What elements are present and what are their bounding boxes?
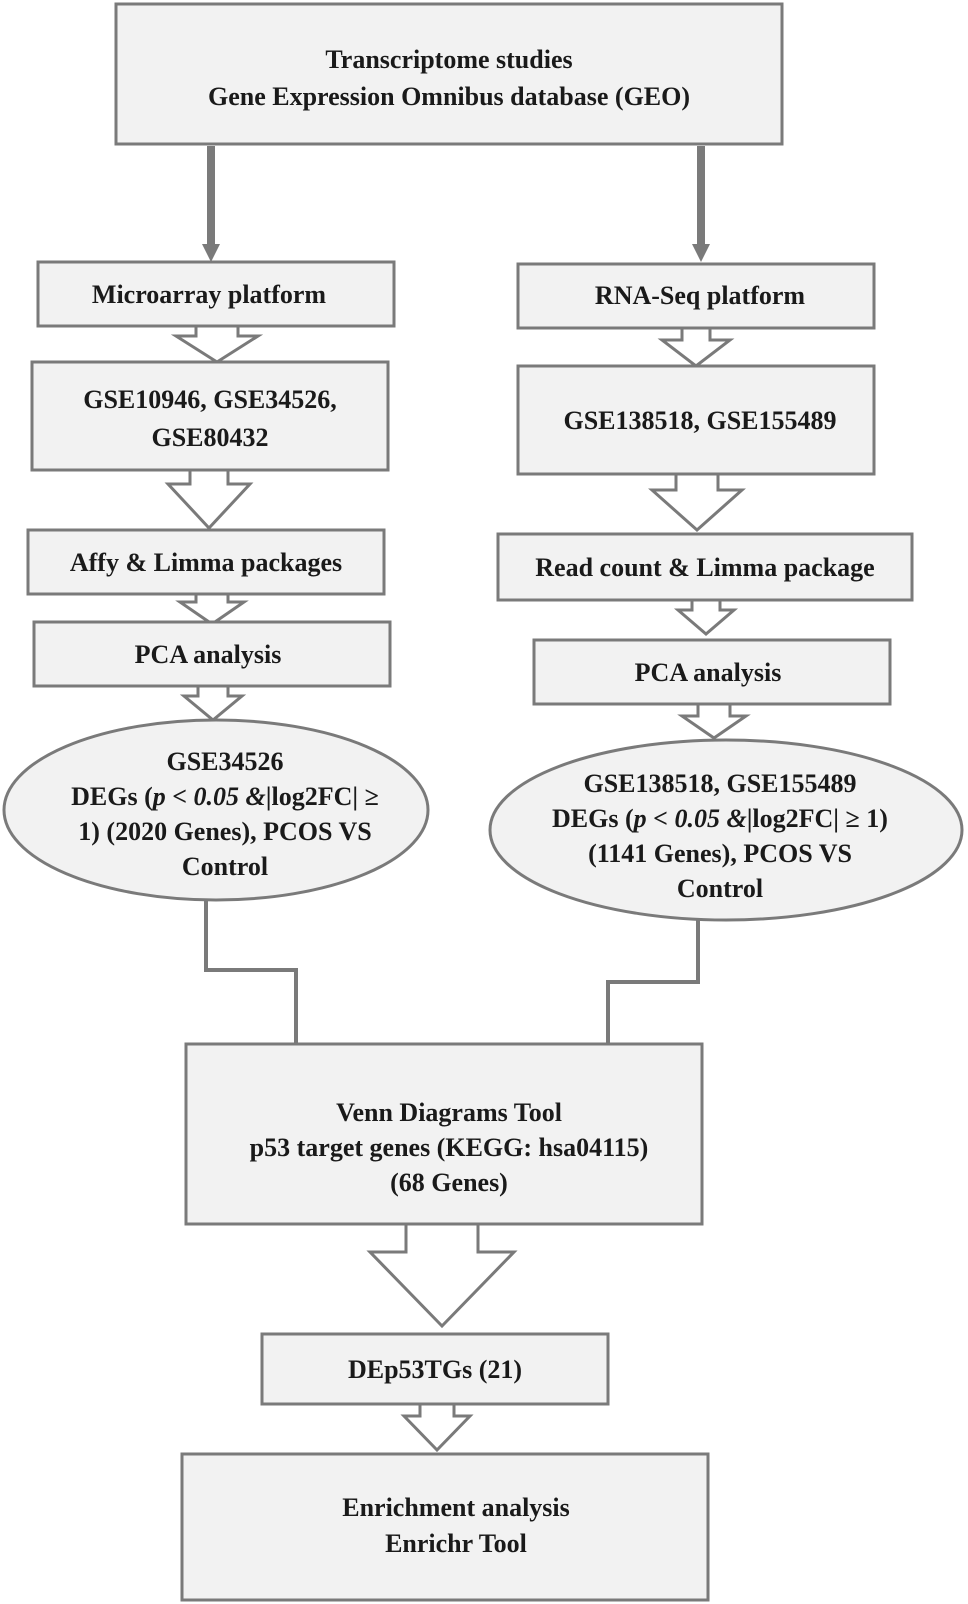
degs-left-line4: Control bbox=[182, 852, 268, 881]
pca-left-box: PCA analysis bbox=[32, 620, 392, 688]
degs-left-line1: GSE34526 bbox=[166, 747, 283, 776]
geo-box-line2: Gene Expression Omnibus database (GEO) bbox=[208, 82, 690, 111]
degs-right-line2: DEGs (p < 0.05 &|log2FC| ≥ 1) bbox=[552, 804, 888, 833]
connector-right-to-venn bbox=[606, 920, 700, 1044]
microarray-platform-label: Microarray platform bbox=[92, 280, 326, 309]
hollow-arrow-venn-to-dep53 bbox=[366, 1222, 518, 1329]
dep53tgs-label: DEp53TGs (21) bbox=[348, 1355, 522, 1384]
degs-right-line4: Control bbox=[677, 874, 763, 903]
solid-arrow-left bbox=[202, 146, 220, 262]
connector-left-to-venn bbox=[204, 900, 298, 1044]
enrichment-box: Enrichment analysis Enrichr Tool bbox=[180, 1452, 710, 1602]
rnaseq-datasets-label: GSE138518, GSE155489 bbox=[563, 406, 836, 435]
dep53tgs-box: DEp53TGs (21) bbox=[260, 1332, 610, 1406]
microarray-platform-box: Microarray platform bbox=[36, 260, 396, 328]
rnaseq-platform-label: RNA-Seq platform bbox=[595, 281, 805, 310]
degs-left-line3: 1) (2020 Genes), PCOS VS bbox=[78, 817, 371, 846]
degs-left-ellipse: GSE34526 DEGs (p < 0.05 &|log2FC| ≥ 1) (… bbox=[2, 718, 430, 902]
solid-arrow-right bbox=[692, 146, 710, 262]
microarray-datasets-line2: GSE80432 bbox=[151, 423, 268, 452]
geo-box-line1: Transcriptome studies bbox=[325, 45, 572, 74]
hollow-arrow-right-3 bbox=[673, 598, 739, 636]
hollow-arrow-left-4 bbox=[179, 684, 247, 722]
hollow-arrow-left-2 bbox=[164, 468, 254, 531]
enrichment-line2: Enrichr Tool bbox=[385, 1529, 527, 1558]
venn-line2: p53 target genes (KEGG: hsa04115) bbox=[250, 1133, 649, 1162]
venn-line1: Venn Diagrams Tool bbox=[336, 1098, 562, 1127]
microarray-datasets-line1: GSE10946, GSE34526, bbox=[83, 385, 337, 414]
pca-right-label: PCA analysis bbox=[635, 658, 782, 687]
hollow-arrow-right-4 bbox=[677, 702, 751, 740]
affy-limma-box: Affy & Limma packages bbox=[26, 528, 386, 596]
hollow-arrow-right-2 bbox=[648, 472, 746, 533]
microarray-datasets-box: GSE10946, GSE34526, GSE80432 bbox=[30, 360, 390, 472]
readcount-limma-box: Read count & Limma package bbox=[496, 532, 914, 602]
hollow-arrow-dep53-to-enrichment bbox=[400, 1402, 474, 1453]
degs-right-line3: (1141 Genes), PCOS VS bbox=[588, 839, 852, 868]
pca-left-label: PCA analysis bbox=[135, 640, 282, 669]
venn-tool-box: Venn Diagrams Tool p53 target genes (KEG… bbox=[184, 1042, 704, 1226]
affy-limma-label: Affy & Limma packages bbox=[70, 548, 342, 577]
rnaseq-platform-box: RNA-Seq platform bbox=[516, 262, 876, 330]
hollow-arrow-left-1 bbox=[170, 324, 264, 364]
degs-right-line1: GSE138518, GSE155489 bbox=[583, 769, 856, 798]
pca-right-box: PCA analysis bbox=[532, 638, 892, 706]
degs-left-line2: DEGs (p < 0.05 &|log2FC| ≥ bbox=[71, 782, 379, 811]
rnaseq-datasets-box: GSE138518, GSE155489 bbox=[516, 364, 876, 476]
readcount-limma-label: Read count & Limma package bbox=[535, 553, 874, 582]
enrichment-line1: Enrichment analysis bbox=[342, 1493, 570, 1522]
hollow-arrow-left-3 bbox=[175, 592, 249, 626]
venn-line3: (68 Genes) bbox=[390, 1168, 508, 1197]
geo-source-box: Transcriptome studies Gene Expression Om… bbox=[114, 2, 784, 146]
degs-right-ellipse: GSE138518, GSE155489 DEGs (p < 0.05 &|lo… bbox=[488, 738, 964, 922]
hollow-arrow-right-1 bbox=[657, 326, 735, 368]
